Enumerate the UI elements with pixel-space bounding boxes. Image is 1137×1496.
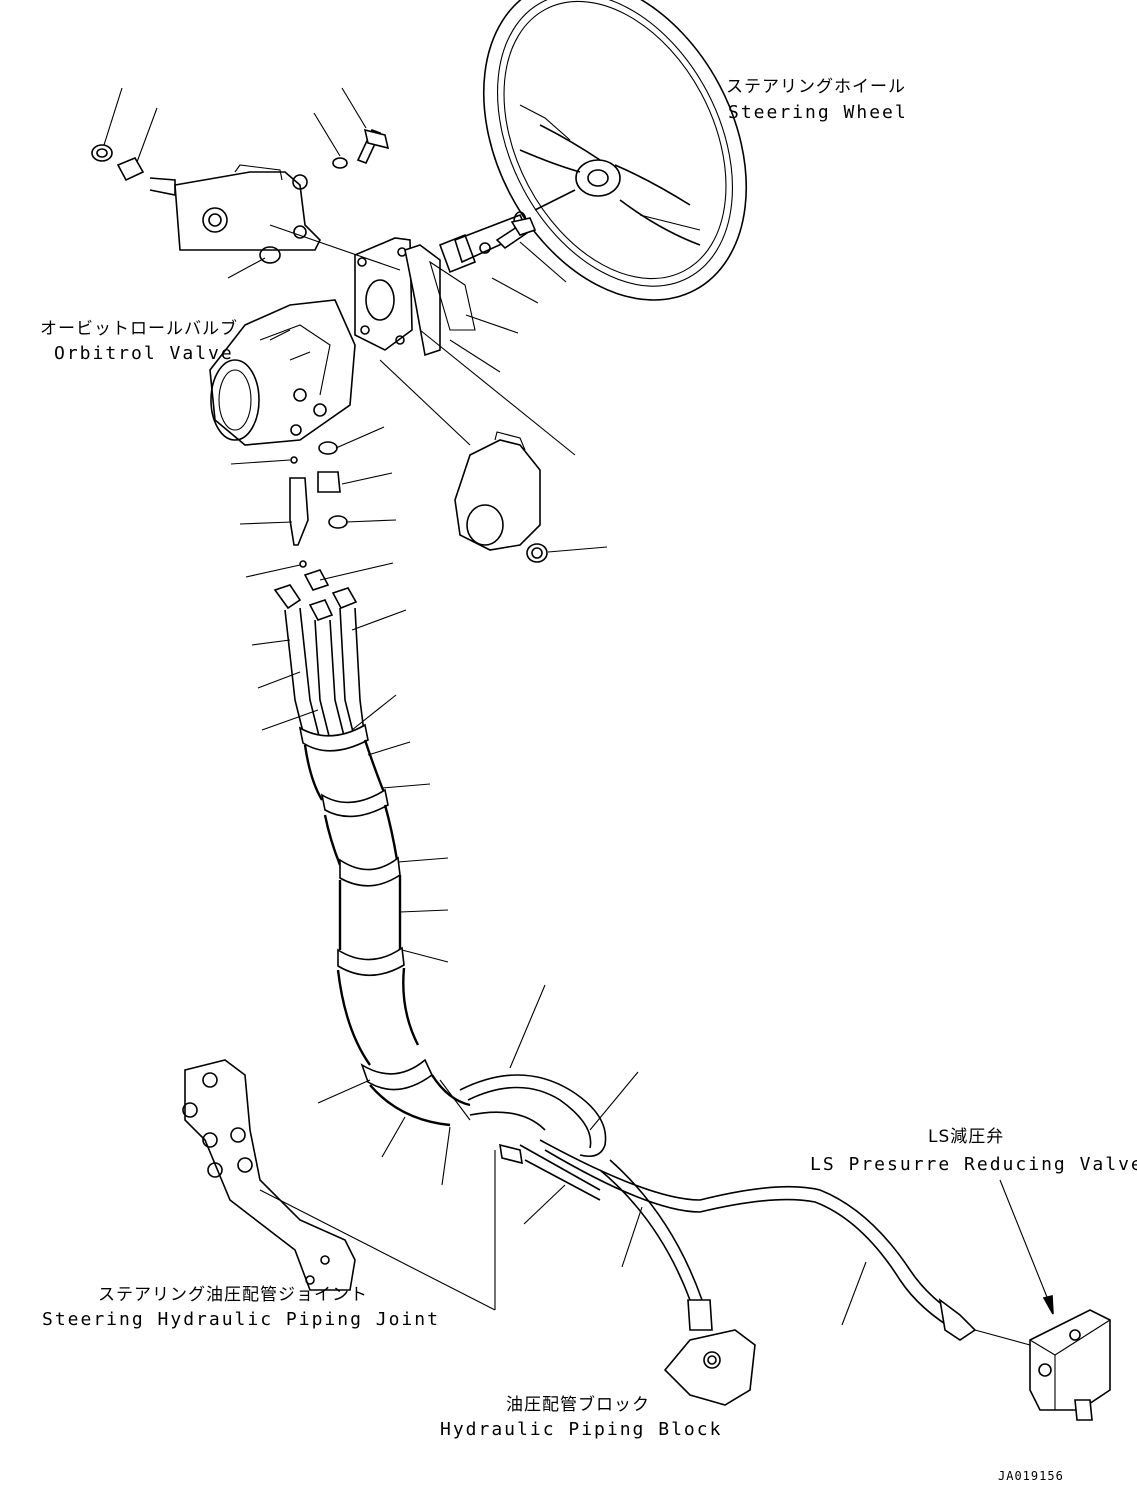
steering-wheel-label-jp: ステアリングホイール xyxy=(726,77,906,97)
column-bracket-part xyxy=(454,431,548,563)
piping-joint-label-en: Steering Hydraulic Piping Joint xyxy=(42,1309,440,1330)
ls-valve-part xyxy=(974,1309,1111,1421)
ls-valve-label-jp: LS減圧弁 xyxy=(928,1127,1005,1147)
orbitrol-valve-label-jp: オービットロールバルブ xyxy=(40,319,238,339)
fittings-part xyxy=(289,441,348,568)
piping-block-part xyxy=(663,1329,756,1406)
piping-block-label-en: Hydraulic Piping Block xyxy=(440,1419,723,1440)
steering-column-part xyxy=(438,189,576,274)
ls-valve-label-en: LS Presurre Reducing Valve xyxy=(810,1154,1137,1175)
steering-wheel-part xyxy=(482,0,748,301)
piping-joint-label-jp: ステアリング油圧配管ジョイント xyxy=(98,1285,368,1305)
steering-wheel-label-en: Steering Wheel xyxy=(728,102,908,123)
leader-lines xyxy=(103,87,1054,1326)
drawing-reference: JA019156 xyxy=(998,1469,1064,1483)
piping-block-label-jp: 油圧配管ブロック xyxy=(506,1395,650,1415)
piping-joint-part xyxy=(182,1059,496,1311)
orbitrol-valve-part xyxy=(91,128,576,456)
hose-bundle-part xyxy=(273,569,977,1341)
orbitrol-valve-label-en: Orbitrol Valve xyxy=(54,343,234,364)
